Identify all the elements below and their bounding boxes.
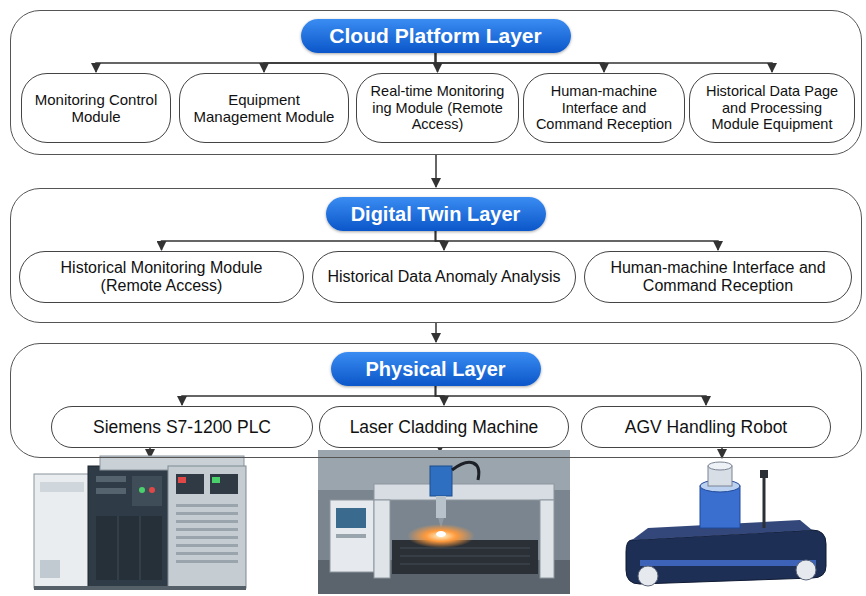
connector-arrow (436, 53, 773, 72)
agv-robot-picture (626, 462, 826, 586)
connector-arrow (436, 231, 719, 250)
module-box: Real-time Monitoring ing Module (Remote … (356, 73, 519, 143)
node-label: Physical Layer (365, 358, 505, 381)
node-label: Human-machine Interface and Command Rece… (593, 259, 843, 296)
connector-arrow (436, 386, 707, 405)
node-label: Human-machine Interface and Command Rece… (532, 83, 676, 133)
connector-arrow (96, 53, 436, 72)
connector-arrow (435, 155, 437, 187)
node-label: Real-time Monitoring ing Module (Remote … (365, 83, 510, 133)
module-box: AGV Handling Robot (581, 406, 831, 448)
layer-title-pill: Digital Twin Layer (326, 197, 546, 231)
connector-arrow (435, 323, 437, 342)
node-label: Siemens S7-1200 PLC (93, 417, 271, 437)
layer-title-pill: Cloud Platform Layer (301, 19, 571, 53)
node-label: Digital Twin Layer (351, 203, 521, 226)
connector-arrow (182, 386, 436, 405)
plc-cabinet-picture (34, 456, 246, 590)
module-box: Monitoring Control Module (21, 73, 171, 143)
layer-title-pill: Physical Layer (331, 352, 541, 386)
module-box: Siemens S7-1200 PLC (51, 406, 313, 448)
laser-cladding-machine-picture (318, 450, 570, 594)
node-label: Historical Monitoring Module (Remote Acc… (28, 259, 295, 296)
module-box: Historical Data Anomaly Analysis (312, 251, 576, 303)
node-label: AGV Handling Robot (625, 417, 787, 437)
layer-band: Physical LayerSiemens S7-1200 PLC Laser C… (10, 343, 862, 458)
module-box: Human-machine Interface and Command Rece… (523, 73, 685, 143)
node-label: Monitoring Control Module (30, 91, 162, 126)
module-box: Human-machine Interface and Command Rece… (584, 251, 852, 303)
connector-arrow (264, 53, 436, 72)
module-box: Historical Data Page and Processing Modu… (689, 73, 855, 143)
node-label: Laser Cladding Machine (350, 417, 539, 437)
layer-band: Cloud Platform LayerMonitoring Control M… (10, 10, 862, 155)
node-label: Historical Data Page and Processing Modu… (698, 83, 846, 133)
node-label: Historical Data Anomaly Analysis (328, 268, 561, 286)
node-label: Cloud Platform Layer (329, 24, 541, 48)
connector-arrow (162, 231, 436, 250)
module-box: Equipment Management Module (179, 73, 349, 143)
module-box: Historical Monitoring Module (Remote Acc… (19, 251, 304, 303)
node-label: Equipment Management Module (188, 91, 340, 126)
module-box: Laser Cladding Machine (319, 406, 569, 448)
layer-band: Digital Twin LayerHistorical Monitoring … (10, 188, 862, 323)
